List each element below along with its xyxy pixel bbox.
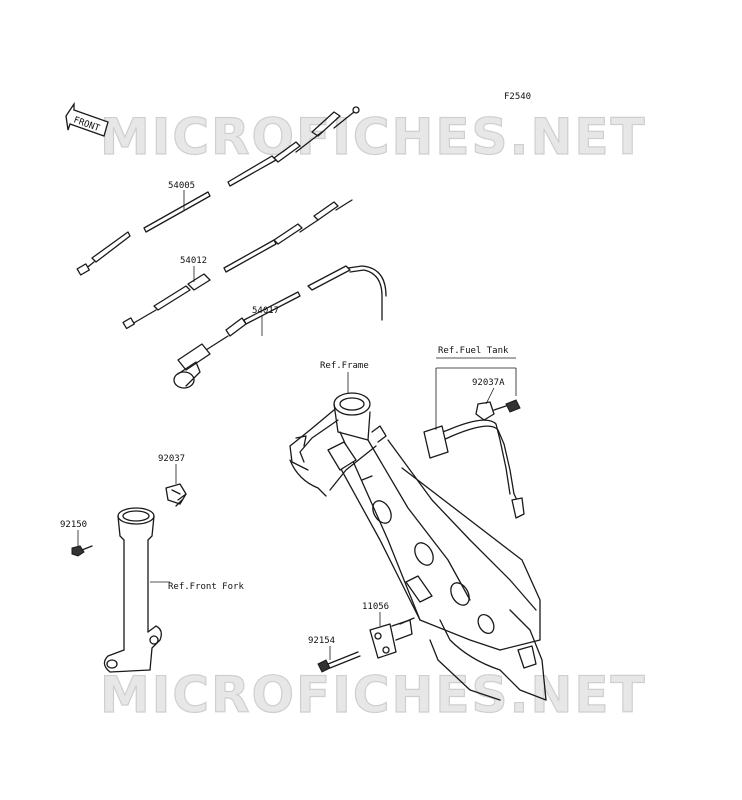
part-number-92154: 92154	[308, 636, 335, 646]
part-number-54012: 54012	[180, 256, 207, 266]
cable-54012[interactable]	[122, 199, 353, 330]
part-number-92037A: 92037A	[472, 378, 505, 388]
bolt-92150[interactable]	[71, 545, 93, 557]
part-number-54017: 54017	[252, 306, 279, 316]
clamp-92037A[interactable]	[475, 399, 521, 421]
frame[interactable]	[289, 392, 547, 701]
ref-fuel-tank: Ref.Fuel Tank	[438, 346, 509, 356]
figure-code: F2540	[504, 92, 531, 102]
part-number-92037: 92037	[158, 454, 185, 464]
watermark-top: MICROFICHES.NET	[100, 108, 647, 166]
bracket-11056[interactable]	[369, 617, 415, 659]
part-number-92150: 92150	[60, 520, 87, 530]
fuel-tank-bracket[interactable]	[423, 419, 525, 519]
clamp-92037[interactable]	[165, 483, 187, 507]
cable-54017[interactable]	[173, 265, 387, 389]
part-number-54005: 54005	[168, 181, 195, 191]
bolt-92154[interactable]	[317, 651, 361, 673]
front-fork-tube[interactable]	[103, 507, 162, 673]
part-number-11056: 11056	[362, 602, 389, 612]
ref-front-fork: Ref.Front Fork	[168, 582, 244, 592]
ref-frame: Ref.Frame	[320, 361, 369, 371]
watermark-bottom: MICROFICHES.NET	[100, 666, 647, 724]
cable-54005[interactable]	[76, 106, 360, 276]
